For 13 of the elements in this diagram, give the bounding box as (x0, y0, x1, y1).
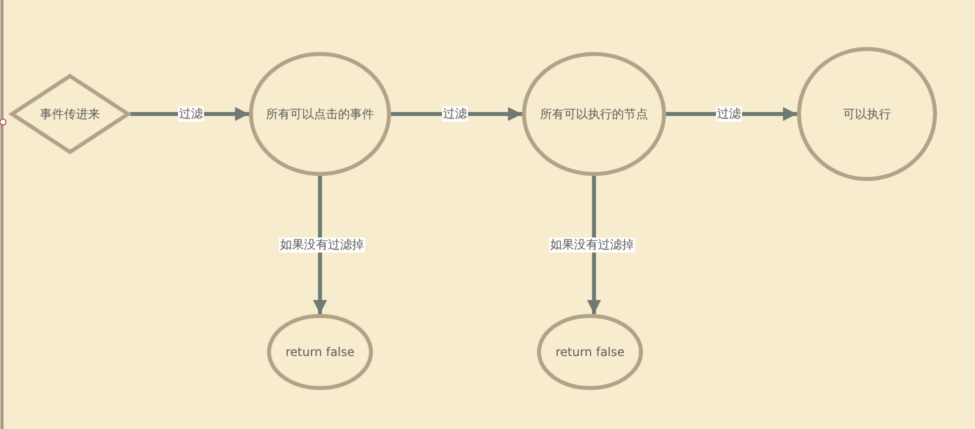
node-label: 所有可以执行的节点 (540, 106, 648, 122)
edge-label: 过滤 (442, 106, 468, 122)
edge-label: 过滤 (716, 106, 742, 122)
edge-label: 如果没有过滤掉 (279, 238, 365, 252)
node-label: return false (285, 345, 355, 359)
node-label: return false (555, 345, 625, 359)
arrow (587, 176, 601, 314)
node-label: 事件传进来 (40, 106, 100, 122)
node-label: 所有可以点击的事件 (266, 106, 374, 122)
edge-label: 过滤 (178, 106, 204, 122)
arrow (313, 176, 327, 314)
node-label: 可以执行 (843, 106, 891, 122)
edge-label: 如果没有过滤掉 (549, 238, 635, 252)
